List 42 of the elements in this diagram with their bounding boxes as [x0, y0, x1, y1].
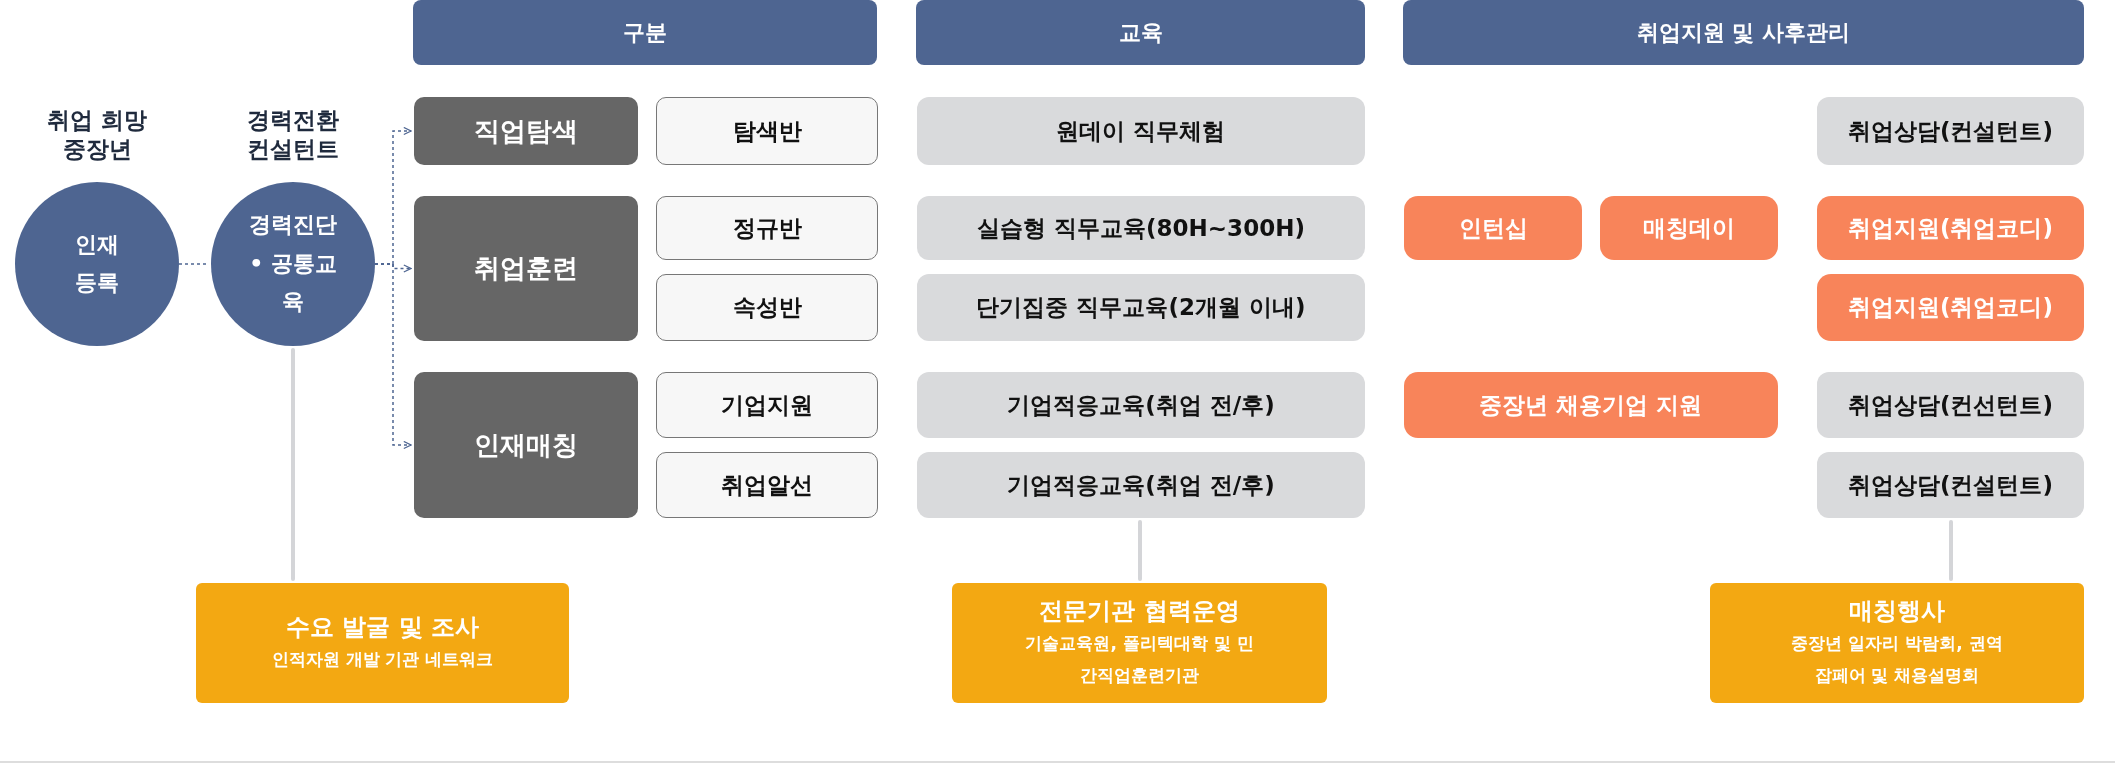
column-header: 구분 — [413, 0, 877, 65]
arrow — [291, 348, 295, 581]
info-box — [952, 583, 1327, 703]
class-box: 취업알선 — [656, 452, 878, 518]
class-box: 탐색반 — [656, 97, 878, 165]
column-header: 교육 — [916, 0, 1365, 65]
support-pill: 취업지원(취업코디) — [1817, 274, 2084, 341]
category-box: 취업훈련 — [414, 196, 638, 341]
support-pill: 인턴십 — [1404, 196, 1582, 260]
circle-node: 경력진단 • 공통교육 — [211, 182, 375, 346]
box-title: 매칭행사 — [1849, 595, 1945, 627]
box-subtitle: 기술교육원, 폴리텍대학 및 민간직업훈련기관 — [1024, 631, 1255, 688]
program-pill: 원데이 직무체험 — [917, 97, 1365, 165]
class-box: 속성반 — [656, 274, 878, 341]
program-pill: 기업적응교육(취업 전/후) — [917, 452, 1365, 518]
program-pill: 단기집중 직무교육(2개월 이내) — [917, 274, 1365, 341]
class-box: 정규반 — [656, 196, 878, 260]
arrow — [1949, 520, 1953, 581]
category-box: 직업탐색 — [414, 97, 638, 165]
info-box — [1710, 583, 2084, 703]
support-pill: 취업지원(취업코디) — [1817, 196, 2084, 260]
box-title: 수요 발굴 및 조사 — [285, 611, 480, 643]
program-pill: 취업상담(컨설턴트) — [1817, 97, 2084, 165]
column-header: 취업지원 및 사후관리 — [1403, 0, 2084, 65]
class-box: 기업지원 — [656, 372, 878, 438]
info-box — [196, 583, 569, 703]
support-pill: 매칭데이 — [1600, 196, 1778, 260]
program-pill: 취업상담(컨선턴트) — [1817, 372, 2084, 438]
box-subtitle: 중장년 일자리 박람회, 권역 잡페어 및 채용설명회 — [1790, 631, 2004, 688]
box-title: 전문기관 협력운영 — [1039, 595, 1240, 627]
circle-node: 인재 등록 — [15, 182, 179, 346]
circle-heading: 경력전환 컨설턴트 — [246, 106, 340, 164]
box-subtitle: 인적자원 개발 기관 네트워크 — [271, 648, 494, 672]
circle-heading: 취업 희망 중장년 — [46, 106, 148, 164]
connector-line — [178, 263, 209, 265]
category-box: 인재매칭 — [414, 372, 638, 518]
arrow — [374, 263, 412, 450]
program-pill: 기업적응교육(취업 전/후) — [917, 372, 1365, 438]
program-pill: 취업상담(컨설턴트) — [1817, 452, 2084, 518]
support-pill: 중장년 채용기업 지원 — [1404, 372, 1778, 438]
arrow — [1138, 520, 1142, 581]
program-pill: 실습형 직무교육(80H~300H) — [917, 196, 1365, 260]
